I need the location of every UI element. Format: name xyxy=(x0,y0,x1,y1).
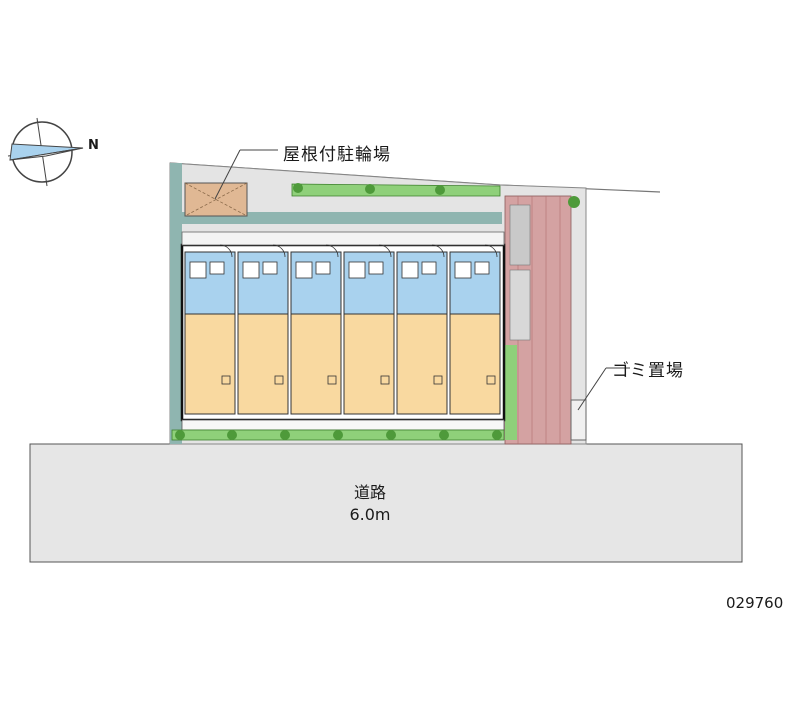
compass-icon xyxy=(7,117,84,187)
compass-north-label: N xyxy=(88,138,99,153)
hedge-top xyxy=(291,183,501,197)
garbage-area-label: ゴミ置場 xyxy=(612,361,684,381)
unit-3 xyxy=(290,244,342,415)
garbage-area xyxy=(570,367,630,441)
unit-5 xyxy=(396,244,448,415)
site-border-top xyxy=(182,212,502,224)
site-border-left xyxy=(170,163,182,444)
property-code: 029760 xyxy=(726,594,784,612)
balcony-strip xyxy=(181,419,505,431)
road-width: 6.0m xyxy=(349,505,391,524)
bike-parking-label: 屋根付駐輪場 xyxy=(283,145,391,165)
brick-walkway xyxy=(504,195,580,445)
site-border-corner xyxy=(170,163,182,224)
unit-2 xyxy=(237,244,289,415)
unit-1 xyxy=(184,244,236,415)
road-name: 道路 xyxy=(353,483,386,502)
road xyxy=(29,443,743,563)
road-label: 道路 6.0m xyxy=(320,482,420,526)
bike-parking-area xyxy=(184,149,278,217)
unit-4 xyxy=(343,244,395,415)
unit-6 xyxy=(449,244,501,415)
hedge-bottom xyxy=(171,429,505,441)
